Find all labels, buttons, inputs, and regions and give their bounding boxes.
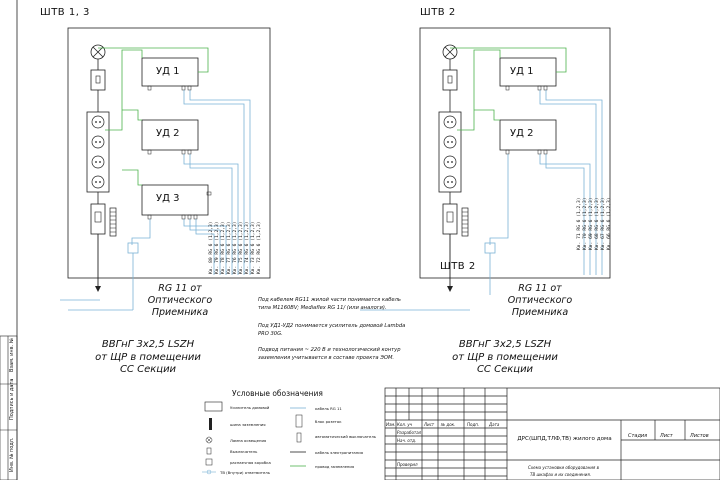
side-stamp-label: Взам. инв. № [9, 338, 15, 372]
legend-item: Лампа освещения [230, 438, 267, 443]
tb-header: Подп. [467, 422, 480, 427]
cabinet1-amp3 [141, 184, 209, 216]
tb-header: Дата [489, 422, 500, 427]
side-stamp-label: Инв. № подл. [9, 437, 15, 473]
cabinet2-switch-symbol [442, 69, 458, 91]
title-block-grid [384, 387, 720, 480]
cabinet1-amp3-label: УД 3 [156, 193, 180, 204]
cabinet2-output-label: Кв. 71 RG 6 (1,2,3) [577, 197, 582, 250]
cabinet1-output-label: Кв. 73 RG 6 (1,2,3) [251, 221, 256, 274]
legend-lamp-symbol [205, 436, 213, 444]
legend-item: Усилитель домовой [230, 405, 270, 410]
cabinet1-output-label: Кв. 79 RG 6 (1,2,3) [215, 221, 220, 274]
legend-ground-bus-symbol [209, 418, 212, 430]
tb-role: Нач. отд. [397, 438, 417, 443]
legend-item: блок розеток [315, 419, 342, 424]
note-line: Подвод питания ~ 220 В и технологический… [258, 347, 401, 353]
legend-switch-symbol [206, 447, 212, 455]
cabinet2-output-label: Кв. 66 RG 6 (1,2,3) [607, 197, 612, 250]
cabinet1-power-wires [98, 47, 209, 186]
legend-item: кабель электропитания [315, 450, 363, 455]
tb-stage-header: Лист [660, 433, 673, 439]
cabinet1-title: ШТВ 1, 3 [40, 7, 90, 18]
cabinet2-ground-bus [461, 207, 469, 237]
cabinet1-switch-symbol [90, 69, 106, 91]
note-line: PRO 30G. [258, 331, 283, 337]
cabinet2-breaker-symbol [442, 203, 458, 235]
cabinet1-output-label: Кв. 78 RG 6 (1,2,3) [221, 221, 226, 274]
tb-sheet-title: ТВ шкафах и их соединения. [530, 472, 592, 477]
legend-item: шина заземления [230, 422, 266, 427]
cabinet2-output-label: Кв. 69 RG 6 (1,2,3) [589, 197, 594, 250]
legend-item: Выключатель [230, 449, 258, 454]
tb-sheet-title: Схема установки оборудования в [528, 465, 599, 470]
legend-breaker-symbol [296, 432, 302, 443]
legend-title: Условные обозначения [232, 389, 323, 398]
cabinet2-amp2 [499, 119, 557, 151]
cabinet1-output-label: Кв. 75 RG 6 (1,2,3) [239, 221, 244, 274]
cabinet1-amp2 [141, 119, 199, 151]
tb-header: № док. [441, 422, 456, 427]
legend-item: провод заземления [315, 464, 355, 469]
cabinet2-output-label: Кв. 68 RG 6 (1,2,3) [595, 197, 600, 250]
cabinet2-output-label: Кв. 67 RG 6 (1,2,3) [601, 197, 606, 250]
cabinet1-output-label: Кв. 72 RG 6 (1,2,3) [257, 221, 262, 274]
cabinet1-output-label: Кв. 80 RG 6 (1,2,3) [209, 221, 214, 274]
tb-doc-title: ДРС(ШПД,ТЛФ,ТВ) жилого дома [517, 436, 612, 442]
legend-item: ТВ (Внутри) ответвитель [220, 470, 270, 475]
cabinet1-output-label: Кв. 77 RG 6 (1,2,3) [227, 221, 232, 274]
cabinet2-rg-wires [360, 90, 603, 311]
legend-junction-symbol [205, 458, 213, 466]
cabinet1-breaker-symbol [90, 203, 106, 235]
cabinet1-rg-wires [60, 90, 251, 311]
legend-amp-symbol [204, 401, 223, 412]
tb-header: Лист [424, 422, 435, 427]
cabinet2-output-label: Кв. 70 RG 6 (1,2,3) [583, 197, 588, 250]
cabinet2-bottom-title: ШТВ 2 [440, 261, 476, 272]
cabinet1-amp1-label: УД 1 [156, 66, 180, 77]
note-line: Под УД1-УД2 понимается усилитель домовой… [258, 323, 406, 329]
cabinet2-power-wires [450, 47, 567, 131]
cabinet2-socket-block [438, 111, 462, 193]
legend-item: распаечная коробка [230, 460, 271, 465]
cabinet1-frame [67, 27, 271, 279]
tb-stage-header: Листов [690, 433, 709, 439]
side-stamp-label: Подпись и дата [9, 378, 15, 420]
legend-item: автоматический выключатель [315, 434, 377, 439]
tb-stage-header: Стадия [628, 433, 648, 439]
cabinet1-amp2-label: УД 2 [156, 128, 180, 139]
cabinet2-frame [419, 27, 611, 279]
cabinet2-amp1-label: УД 1 [510, 66, 534, 77]
side-stamp-frame [0, 335, 18, 480]
tb-header: Изм. [386, 422, 396, 427]
note-line: типа М1160BV; Mediaflex RG 11/ (или анал… [258, 305, 387, 311]
tb-header: Кол. уч [397, 422, 413, 427]
tb-role: Разработал [397, 430, 422, 435]
cabinet1-output-label: Кв. 74 RG 6 (1,2,3) [245, 221, 250, 274]
cabinet1-output-label: Кв. 76 RG 6 (1,2,3) [233, 221, 238, 274]
note-line: Под кабелем RG11 жилой части понимается … [258, 297, 401, 303]
cabinet2-amp2-label: УД 2 [510, 128, 534, 139]
cabinet1-ground-bus [109, 207, 117, 237]
legend-socket-symbol [295, 414, 303, 428]
cabinet2-title: ШТВ 2 [420, 7, 456, 18]
tb-role: Проверил [397, 462, 418, 467]
cabinet1-socket-block [86, 111, 110, 193]
legend-item: кабель RG 11 [315, 406, 342, 411]
note-line: заземления учитывается в составе проекта… [258, 355, 395, 361]
